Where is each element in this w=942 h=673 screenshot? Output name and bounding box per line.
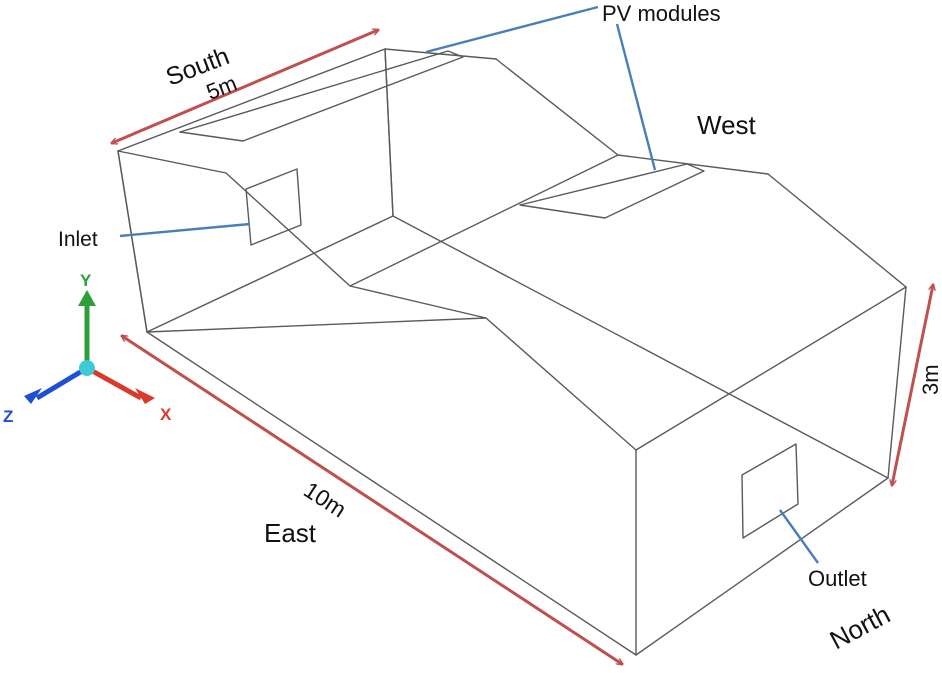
south-width-arrow	[112, 30, 378, 143]
inlet-label: Inlet	[58, 228, 98, 251]
y-axis-arrowhead	[78, 290, 96, 306]
pv-modules-label: PV modules	[602, 1, 721, 26]
east-length-arrow	[122, 336, 622, 664]
north-roof-edge-west	[767, 173, 907, 288]
pv-leader-south	[425, 5, 599, 54]
step-cross-line-1	[349, 154, 619, 287]
text-labels: PV modules West South 5m Inlet 3m 10m Ea…	[58, 1, 942, 655]
pv-module-north-outline	[519, 163, 705, 219]
leader-lines	[119, 5, 819, 564]
z-axis-label: Z	[3, 407, 13, 426]
south-gable-edge	[117, 150, 227, 174]
axis-origin	[79, 360, 95, 376]
height-arrow	[892, 285, 933, 485]
inlet-opening	[245, 168, 302, 246]
east-wall-top	[117, 150, 148, 333]
axis-triad: Y X Z	[3, 271, 172, 426]
east-label: East	[264, 518, 317, 548]
height-dimension-label: 3m	[918, 364, 942, 395]
ridge-south	[384, 48, 497, 60]
east-wall-bottom	[146, 331, 637, 656]
x-axis-label: X	[160, 405, 172, 424]
north-label: North	[825, 599, 895, 655]
outlet-opening	[741, 443, 799, 539]
roof-ridge-line	[392, 215, 889, 479]
north-roof-edge-east	[485, 317, 637, 451]
z-axis-arrowhead	[24, 388, 42, 404]
south-wall-edge	[384, 48, 394, 217]
pv-module-south-inner	[179, 131, 244, 142]
x-axis-line	[85, 365, 143, 401]
z-axis-line	[35, 365, 89, 401]
length-dimension-label: 10m	[299, 476, 351, 522]
inlet-leader	[119, 222, 251, 238]
outlet-leader	[779, 509, 819, 564]
building-wireframe	[117, 48, 907, 656]
valley-cross-line	[146, 317, 487, 333]
west-label: West	[697, 110, 757, 140]
y-axis-label: Y	[80, 271, 92, 290]
outlet-label: Outlet	[808, 566, 867, 591]
north-wall-vertical-west	[887, 286, 907, 479]
north-wall-bottom	[635, 477, 889, 656]
south-face-outline	[117, 48, 394, 333]
north-gable-top	[635, 286, 907, 451]
pv-leader-north	[615, 23, 657, 171]
dimension-arrows	[112, 30, 933, 664]
roof-step-south	[225, 172, 487, 319]
x-axis-arrowhead	[135, 388, 155, 404]
